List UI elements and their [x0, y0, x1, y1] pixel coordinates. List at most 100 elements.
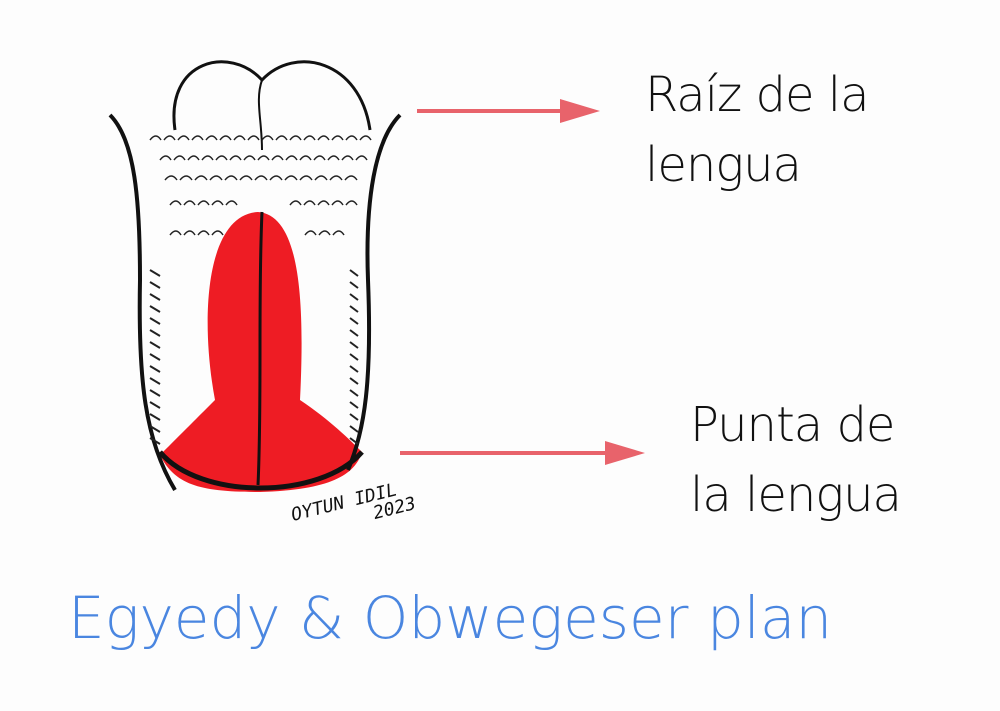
papilla-mark — [215, 155, 228, 161]
tip-label: Punta de la lengua — [690, 390, 902, 530]
hatch-mark — [349, 281, 359, 289]
papilla-mark — [229, 155, 242, 161]
papilla-mark — [194, 175, 208, 181]
papilla-mark — [299, 155, 312, 161]
hatch-mark — [349, 365, 359, 373]
hatch-mark — [149, 365, 161, 373]
hatch-mark — [149, 353, 161, 361]
hatch-mark — [149, 341, 161, 349]
papilla-mark — [317, 135, 330, 141]
papilla-mark — [345, 135, 358, 141]
hatch-mark — [149, 305, 161, 313]
hatch-mark — [349, 293, 359, 301]
hatch-mark — [349, 377, 359, 385]
papilla-mark — [285, 155, 298, 161]
hatch-mark — [349, 329, 359, 337]
papilla-mark — [303, 135, 316, 141]
papilla-mark — [303, 200, 316, 206]
papilla-mark — [345, 200, 358, 206]
papilla-mark — [261, 135, 274, 141]
papilla-mark — [183, 200, 196, 206]
papilla-mark — [341, 155, 354, 161]
hatch-mark — [149, 269, 161, 277]
papilla-mark — [254, 175, 268, 181]
papilla-mark — [173, 155, 186, 161]
root-arrow — [417, 99, 600, 123]
papilla-mark — [197, 200, 210, 206]
papilla-mark — [247, 135, 260, 141]
hatch-mark — [349, 317, 359, 325]
root-label: Raíz de la lengua — [645, 60, 870, 200]
papilla-mark — [164, 175, 178, 181]
hatch-mark — [149, 281, 161, 289]
papilla-mark — [225, 200, 238, 206]
hatch-mark — [349, 401, 359, 409]
root-label-line2: lengua — [645, 137, 802, 193]
papilla-mark — [284, 175, 298, 181]
papilla-mark — [159, 155, 172, 161]
hatch-mark — [349, 437, 359, 445]
papilla-mark — [331, 200, 344, 206]
papilla-mark — [317, 200, 330, 206]
papilla-mark — [201, 155, 214, 161]
papilla-mark — [289, 200, 302, 206]
papilla-mark — [329, 175, 343, 181]
papilla-mark — [318, 230, 331, 236]
papilla-mark — [304, 230, 317, 236]
papilla-mark — [359, 135, 372, 141]
hatch-mark — [349, 425, 359, 433]
hatch-mark — [349, 341, 359, 349]
papilla-mark — [163, 135, 176, 141]
papilla-mark — [179, 175, 193, 181]
hatch-mark — [149, 293, 161, 301]
hatch-mark — [349, 269, 359, 277]
papilla-mark — [219, 135, 232, 141]
hatch-mark — [149, 317, 161, 325]
hatch-mark — [149, 437, 161, 445]
hatch-mark — [349, 305, 359, 313]
papilla-mark — [187, 155, 200, 161]
papilla-mark — [149, 135, 162, 141]
hatch-mark — [149, 389, 161, 397]
papilla-mark — [257, 155, 270, 161]
hatch-mark — [149, 413, 161, 421]
papilla-mark — [331, 135, 344, 141]
hatch-mark — [349, 389, 359, 397]
papilla-mark — [243, 155, 256, 161]
papilla-mark — [177, 135, 190, 141]
papilla-mark — [211, 200, 224, 206]
papilla-mark — [191, 135, 204, 141]
papilla-mark — [271, 155, 284, 161]
papilla-mark — [169, 230, 182, 236]
midline — [256, 211, 264, 486]
papilla-mark — [289, 135, 302, 141]
papilla-mark — [327, 155, 340, 161]
tip-arrow — [400, 441, 645, 465]
papilla-mark — [344, 175, 358, 181]
papilla-mark — [269, 175, 283, 181]
hatch-mark — [149, 401, 161, 409]
papilla-mark — [205, 135, 218, 141]
red-resection-area — [160, 211, 362, 492]
hatch-mark — [149, 329, 161, 337]
hatch-mark — [349, 353, 359, 361]
papilla-mark — [299, 175, 313, 181]
hatch-mark — [149, 425, 161, 433]
papilla-mark — [313, 155, 326, 161]
papilla-mark — [183, 230, 196, 236]
papilla-mark — [197, 230, 210, 236]
papilla-mark — [211, 230, 224, 236]
side-hatching — [149, 269, 359, 445]
tip-label-line1: Punta de — [690, 397, 895, 453]
papilla-mark — [314, 175, 328, 181]
papilla-mark — [239, 175, 253, 181]
papilla-mark — [275, 135, 288, 141]
root-label-line1: Raíz de la — [645, 67, 870, 123]
papilla-mark — [224, 175, 238, 181]
papilla-mark — [169, 200, 182, 206]
tip-label-line2: la lengua — [690, 467, 902, 523]
papilla-mark — [332, 230, 345, 236]
hatch-mark — [149, 377, 161, 385]
